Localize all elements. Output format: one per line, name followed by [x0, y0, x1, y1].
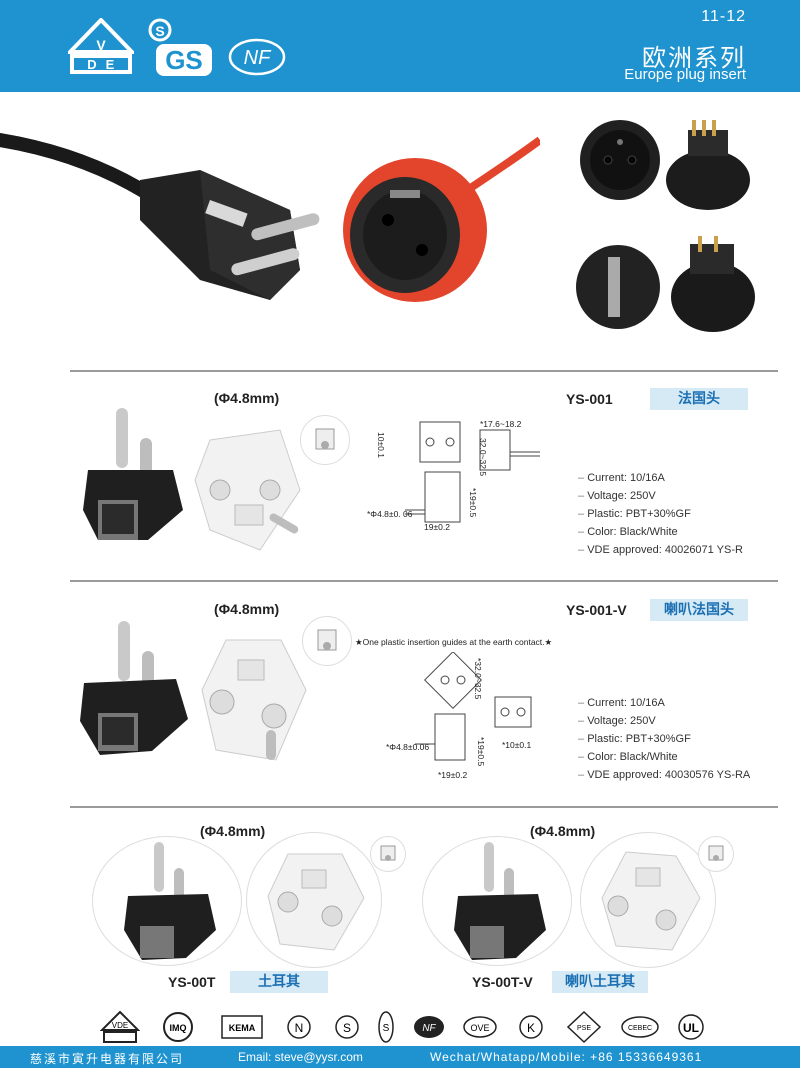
svg-text:UL: UL	[683, 1021, 699, 1035]
imq-cert-icon: IMQ	[163, 1012, 193, 1042]
svg-text:PSE: PSE	[577, 1025, 591, 1032]
certification-row: VDE IMQ KEMA N S S NF OVE K PSE CEBEC	[100, 1010, 720, 1044]
nf-cert-icon: NF	[414, 1016, 444, 1038]
product-model: YS-001	[566, 391, 613, 407]
spec-item: Plastic: PBT+30%GF	[578, 730, 750, 748]
ul-cert-icon: UL	[678, 1014, 704, 1040]
earth-contact-detail-icon	[317, 629, 337, 651]
drawing-dimension: *17.6~18.2	[480, 419, 522, 429]
plug-insert-white-image	[267, 853, 365, 951]
spec-item: Voltage: 250V	[578, 487, 743, 505]
svg-text:KEMA: KEMA	[229, 1023, 256, 1033]
s-cert-icon: S	[335, 1015, 359, 1039]
drawing-dimension: *19±0.2	[438, 770, 468, 780]
company-name: 慈溪市寅升电器有限公司	[30, 1052, 185, 1066]
earth-contact-detail-icon	[315, 428, 335, 450]
drawing-dimension: *19±0.5	[476, 737, 486, 767]
svg-text:OVE: OVE	[470, 1023, 489, 1033]
page-title-cn: 欧洲系列	[642, 44, 746, 72]
plug-insert-black-image	[454, 842, 546, 960]
vde-cert-icon: VDE	[100, 1010, 140, 1043]
drawing-dimension: *32.0~32.5	[473, 658, 483, 700]
drawing-dimension: 32.0~32.5	[478, 438, 488, 477]
svg-text:VDE: VDE	[112, 1021, 128, 1030]
page-number: 11-12	[701, 8, 746, 25]
hero-red-socket-image	[343, 136, 540, 302]
drawing-dimension: *19±0.5	[468, 488, 478, 518]
svg-text:S: S	[343, 1021, 351, 1035]
plug-insert-black-image	[80, 621, 188, 755]
svg-text:CEBEC: CEBEC	[628, 1025, 652, 1032]
product-specs: Current: 10/16A Voltage: 250V Plastic: P…	[578, 694, 750, 784]
svg-text:NF: NF	[422, 1023, 436, 1034]
plug-insert-black-image	[124, 842, 216, 960]
product-model: YS-00T-V	[472, 974, 533, 990]
footer-bar: 慈溪市寅升电器有限公司 Email: steve@yysr.com Wechat…	[0, 1046, 800, 1068]
technical-drawing	[405, 421, 540, 523]
vde-logo-icon: V D E	[68, 18, 134, 74]
contact-text[interactable]: Wechat/Whatapp/Mobile: +86 15336649361	[430, 1050, 703, 1064]
drawing-dimension: *10±0.1	[502, 740, 532, 750]
drawing-dimension: *Φ4.8±0. 06	[367, 509, 413, 519]
drawing-dimension: *Φ4.8±0.06	[386, 742, 430, 752]
spec-item: Color: Black/White	[578, 748, 750, 766]
header-bar: V D E S GS NF 11-12 欧洲系列 Europe plug ins…	[0, 0, 800, 92]
drawing-dimension: 19±0.2	[424, 522, 450, 532]
spec-item: Current: 10/16A	[578, 469, 743, 487]
ove-cert-icon: OVE	[463, 1016, 497, 1038]
plug-insert-white-image	[601, 851, 701, 951]
product-specs: Current: 10/16A Voltage: 250V Plastic: P…	[578, 469, 743, 559]
email-text[interactable]: Email: steve@yysr.com	[238, 1050, 363, 1064]
svg-text:K: K	[527, 1021, 535, 1035]
spec-item: VDE approved: 40026071 YS-R	[578, 541, 743, 559]
section-divider	[70, 580, 778, 582]
k-cert-icon: K	[519, 1015, 543, 1039]
cebec-cert-icon: CEBEC	[621, 1016, 659, 1038]
product-model: YS-00T	[168, 974, 216, 990]
svg-text:S: S	[155, 23, 164, 39]
earth-contact-detail-icon	[708, 845, 724, 861]
product-note: ★One plastic insertion guides at the ear…	[355, 637, 553, 647]
svg-text:E: E	[106, 57, 115, 72]
product-tag: 喇叭土耳其	[552, 971, 648, 993]
kema-cert-icon: KEMA	[221, 1015, 263, 1039]
svg-text:S: S	[383, 1023, 390, 1034]
spec-item: VDE approved: 40030576 YS-RA	[578, 766, 750, 784]
gs-logo-icon: S GS	[148, 18, 212, 76]
product-tag: 法国头	[650, 388, 748, 410]
plug-insert-white-image	[194, 429, 301, 551]
svg-text:N: N	[295, 1021, 304, 1035]
spec-item: Voltage: 250V	[578, 712, 750, 730]
drawing-dimension: 10±0.1	[376, 432, 386, 458]
page-title-en: Europe plug insert	[624, 66, 746, 83]
spec-item: Current: 10/16A	[578, 694, 750, 712]
svg-text:D: D	[87, 57, 96, 72]
pse-cert-icon: PSE	[566, 1010, 602, 1044]
hero-black-plug-image	[0, 133, 320, 300]
spec-item: Color: Black/White	[578, 523, 743, 541]
product-dimension: (Φ4.8mm)	[530, 823, 596, 839]
s-fi-cert-icon: S	[378, 1011, 394, 1043]
product-model: YS-001-V	[566, 602, 627, 618]
earth-contact-detail-icon	[380, 845, 396, 861]
section-divider	[70, 370, 778, 372]
product-dimension: (Φ4.8mm)	[214, 390, 280, 406]
n-cert-icon: N	[287, 1015, 311, 1039]
nf-logo-icon: NF	[228, 38, 286, 76]
svg-text:V: V	[96, 37, 106, 53]
technical-drawing	[415, 652, 532, 761]
product-tag: 土耳其	[230, 971, 328, 993]
product-dimension: (Φ4.8mm)	[214, 601, 280, 617]
plug-insert-white-image	[201, 639, 307, 761]
section-divider	[70, 806, 778, 808]
hero-black-sockets-image	[576, 120, 755, 332]
svg-text:NF: NF	[244, 47, 272, 69]
product-dimension: (Φ4.8mm)	[200, 823, 266, 839]
svg-text:IMQ: IMQ	[170, 1023, 187, 1033]
plug-insert-black-image	[83, 408, 183, 540]
spec-item: Plastic: PBT+30%GF	[578, 505, 743, 523]
svg-text:GS: GS	[165, 45, 203, 75]
product-tag: 喇叭法国头	[650, 599, 748, 621]
